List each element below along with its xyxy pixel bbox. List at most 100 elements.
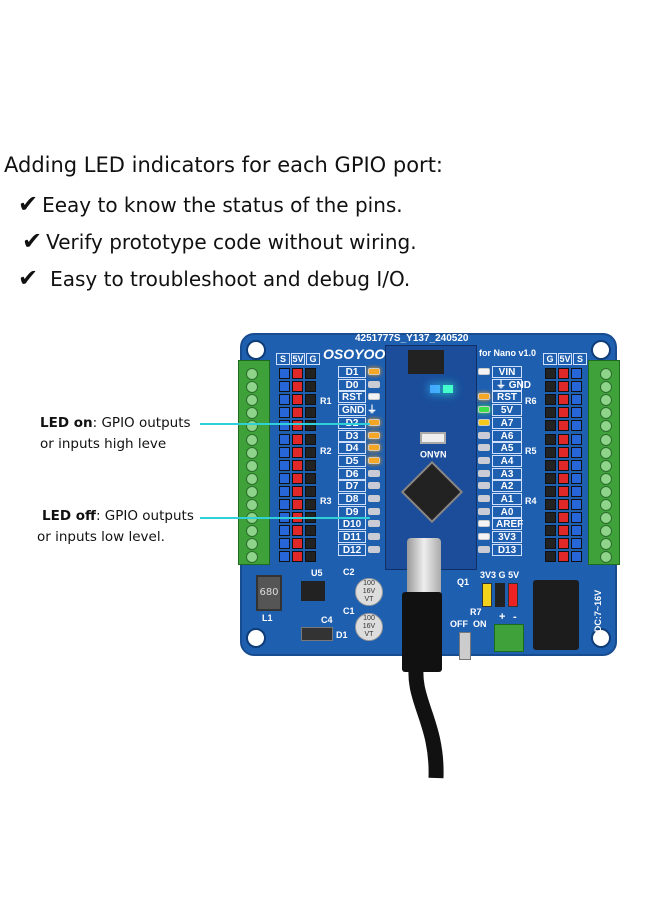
header-pin[interactable]	[305, 485, 316, 497]
power-terminal[interactable]	[494, 624, 524, 652]
header-pin[interactable]	[571, 485, 582, 497]
screw-terminal[interactable]	[246, 407, 258, 420]
header-pin[interactable]	[545, 459, 556, 471]
header-pin[interactable]	[292, 368, 303, 379]
screw-terminal[interactable]	[246, 446, 258, 459]
header-pin[interactable]	[571, 499, 582, 510]
header-pin[interactable]	[279, 433, 290, 445]
header-pin[interactable]	[305, 420, 316, 432]
header-pin[interactable]	[558, 368, 569, 379]
header-pin[interactable]	[558, 446, 569, 458]
header-pin[interactable]	[558, 459, 569, 471]
header-pin[interactable]	[279, 394, 290, 406]
screw-terminal[interactable]	[246, 538, 258, 551]
screw-terminal[interactable]	[246, 394, 258, 407]
header-pin[interactable]	[571, 433, 582, 445]
header-pin[interactable]	[292, 485, 303, 497]
header-pin[interactable]	[292, 394, 303, 406]
header-pin[interactable]	[292, 538, 303, 550]
header-pin[interactable]	[558, 485, 569, 497]
header-pin[interactable]	[545, 525, 556, 537]
screw-terminal[interactable]	[600, 420, 612, 433]
header-pin[interactable]	[558, 525, 569, 537]
header-pin[interactable]	[571, 512, 582, 524]
screw-terminal[interactable]	[600, 512, 612, 525]
header-pin[interactable]	[571, 420, 582, 432]
header-pin[interactable]	[279, 472, 290, 484]
header-pin[interactable]	[558, 433, 569, 445]
header-pin[interactable]	[545, 446, 556, 458]
screw-terminal[interactable]	[246, 433, 258, 446]
header-pin[interactable]	[305, 446, 316, 458]
header-pin[interactable]	[292, 433, 303, 445]
header-pin[interactable]	[279, 368, 290, 379]
header-pin[interactable]	[305, 525, 316, 537]
header-pin[interactable]	[292, 420, 303, 432]
screw-terminal[interactable]	[600, 433, 612, 446]
jumper-5v[interactable]	[508, 583, 518, 607]
jumper-3v3[interactable]	[482, 583, 492, 607]
header-pin[interactable]	[279, 499, 290, 510]
screw-terminal[interactable]	[246, 525, 258, 538]
header-pin[interactable]	[279, 551, 290, 563]
header-pin[interactable]	[305, 433, 316, 445]
header-pin[interactable]	[571, 394, 582, 406]
header-pin[interactable]	[279, 381, 290, 393]
header-pin[interactable]	[571, 472, 582, 484]
header-pin[interactable]	[545, 485, 556, 497]
header-pin[interactable]	[545, 512, 556, 524]
screw-terminal[interactable]	[600, 551, 612, 564]
header-pin[interactable]	[305, 381, 316, 393]
header-pin[interactable]	[571, 538, 582, 550]
header-pin[interactable]	[571, 368, 582, 379]
screw-terminal[interactable]	[246, 459, 258, 472]
header-pin[interactable]	[305, 368, 316, 379]
header-pin[interactable]	[558, 538, 569, 550]
header-pin[interactable]	[292, 525, 303, 537]
header-pin[interactable]	[292, 499, 303, 510]
header-pin[interactable]	[571, 551, 582, 563]
screw-terminal[interactable]	[246, 472, 258, 485]
header-pin[interactable]	[279, 485, 290, 497]
header-pin[interactable]	[279, 407, 290, 419]
screw-terminal[interactable]	[246, 551, 258, 564]
header-pin[interactable]	[305, 499, 316, 510]
header-pin[interactable]	[292, 472, 303, 484]
power-switch[interactable]	[459, 632, 471, 660]
header-pin[interactable]	[558, 381, 569, 393]
screw-terminal[interactable]	[246, 499, 258, 511]
header-pin[interactable]	[545, 381, 556, 393]
header-pin[interactable]	[545, 368, 556, 379]
screw-terminal[interactable]	[600, 472, 612, 485]
header-pin[interactable]	[305, 407, 316, 419]
screw-terminal[interactable]	[600, 381, 612, 394]
header-pin[interactable]	[558, 551, 569, 563]
header-pin[interactable]	[558, 420, 569, 432]
header-pin[interactable]	[545, 407, 556, 419]
header-pin[interactable]	[279, 538, 290, 550]
header-pin[interactable]	[305, 472, 316, 484]
header-pin[interactable]	[545, 433, 556, 445]
header-pin[interactable]	[571, 407, 582, 419]
screw-terminal[interactable]	[600, 459, 612, 472]
header-pin[interactable]	[305, 551, 316, 563]
header-pin[interactable]	[545, 394, 556, 406]
header-pin[interactable]	[279, 459, 290, 471]
header-pin[interactable]	[571, 381, 582, 393]
header-pin[interactable]	[305, 459, 316, 471]
header-pin[interactable]	[292, 381, 303, 393]
header-pin[interactable]	[545, 499, 556, 510]
header-pin[interactable]	[305, 394, 316, 406]
header-pin[interactable]	[292, 407, 303, 419]
header-pin[interactable]	[571, 525, 582, 537]
screw-terminal[interactable]	[600, 499, 612, 511]
screw-terminal[interactable]	[600, 446, 612, 459]
header-pin[interactable]	[292, 459, 303, 471]
screw-terminal[interactable]	[246, 381, 258, 394]
header-pin[interactable]	[558, 394, 569, 406]
screw-terminal[interactable]	[600, 407, 612, 420]
header-pin[interactable]	[558, 407, 569, 419]
screw-terminal[interactable]	[246, 368, 258, 380]
header-pin[interactable]	[305, 538, 316, 550]
header-pin[interactable]	[292, 551, 303, 563]
